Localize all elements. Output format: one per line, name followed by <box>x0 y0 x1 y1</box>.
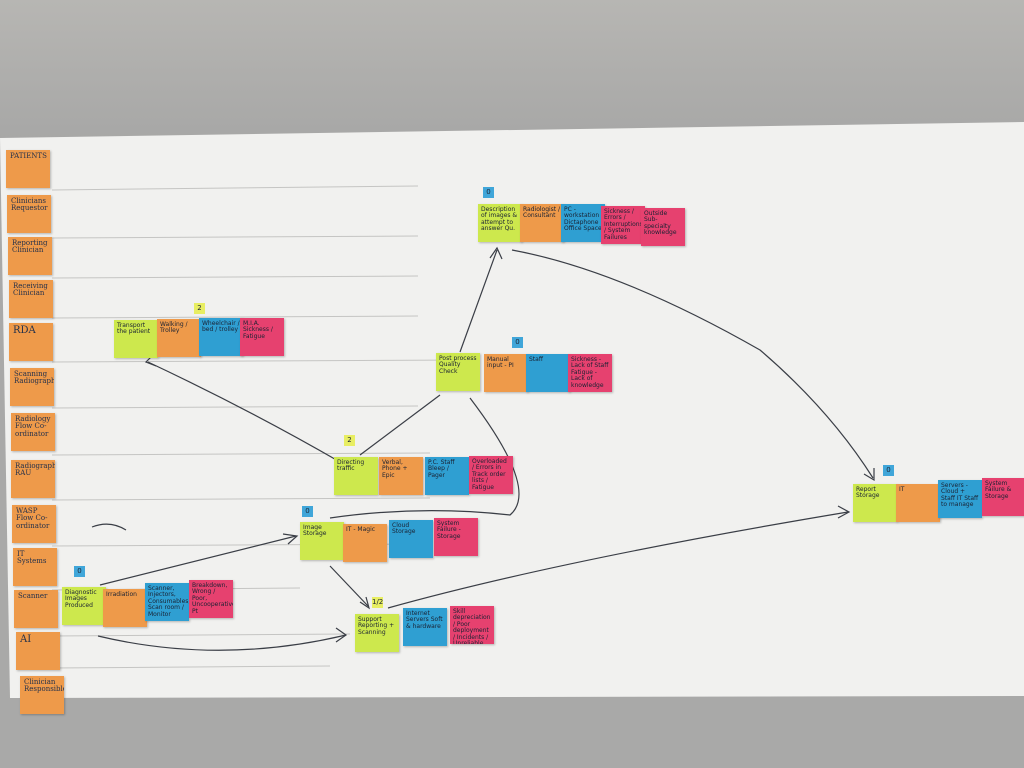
step-task-note: Description of images & attempt to answe… <box>478 204 522 242</box>
step-task-note: Image Storage <box>300 522 344 560</box>
step-resource-note: Scanner, Injectors, Consumables, Scan ro… <box>145 583 189 621</box>
swimlane-label: Clinicians Requestor <box>7 195 51 233</box>
step-resource-note: Wheelchair / bed / trolley <box>199 318 243 356</box>
priority-badge: 0 <box>74 566 85 577</box>
step-task-note: Directing traffic <box>334 457 378 495</box>
step-who-note: IT - Magic <box>343 524 387 562</box>
swimlane-label: Radiology Flow Co-ordinator <box>11 413 55 451</box>
priority-badge: 1/2 <box>372 597 383 608</box>
swimlane-label: Radiographer RAU <box>11 460 55 498</box>
step-risk-note: System Failure - Storage <box>434 518 478 556</box>
step-who-note: Manual input - PI <box>484 354 528 392</box>
priority-badge: 0 <box>512 337 523 348</box>
swimlane-label: Reporting Clinician <box>8 237 52 275</box>
step-resource-note: P.C. Staff Bleep / Pager <box>425 457 469 495</box>
step-task-note: Report Storage <box>853 484 897 522</box>
swimlane-label: WASP Flow Co-ordinator <box>12 505 56 543</box>
step-task-note: Support Reporting + Scanning <box>355 614 399 652</box>
step-who-note: IT <box>896 484 940 522</box>
swimlane-label: Receiving Clinician <box>9 280 53 318</box>
step-who-note: Verbal, Phone + Epic <box>379 457 423 495</box>
step-extra-note: Outside Sub-specialty knowledge <box>641 208 685 246</box>
step-resource-note: Internet Servers Soft & hardware <box>403 608 447 646</box>
step-resource-note: PC - workstation Dictaphone Office Space <box>561 204 605 242</box>
step-risk-note: Skill depreciation / Poor deployment / I… <box>450 606 494 644</box>
step-task-note: Diagnostic Images Produced <box>62 587 106 625</box>
swimlane-label: Scanner <box>14 590 58 628</box>
step-risk-note: Overloaded / Errors in Track order lists… <box>469 456 513 494</box>
priority-badge: 0 <box>883 465 894 476</box>
priority-badge: 0 <box>302 506 313 517</box>
step-who-note: Irradiation <box>103 589 147 627</box>
swimlane-label: PATIENTS <box>6 150 50 188</box>
step-risk-note: System Failure & Storage <box>982 478 1024 516</box>
step-risk-note: Sickness - Lack of Staff Fatigue - Lack … <box>568 354 612 392</box>
step-risk-note: Breakdown, Wrong / Poor, Uncooperative P… <box>189 580 233 618</box>
swimlane-label: AI <box>16 632 60 670</box>
priority-badge: 0 <box>483 187 494 198</box>
step-resource-note: Cloud Storage <box>389 520 433 558</box>
step-risk-note: Sickness / Errors / Interruptions / Syst… <box>601 206 645 244</box>
priority-badge: 2 <box>344 435 355 446</box>
swimlane-label: IT Systems <box>13 548 57 586</box>
step-who-note: Walking / Trolley <box>157 319 201 357</box>
step-who-note: Radiologist / Consultant <box>520 204 564 242</box>
step-task-note: Transport the patient <box>114 320 158 358</box>
priority-badge: 2 <box>194 303 205 314</box>
swimlane-label: Clinician Responsible <box>20 676 64 714</box>
step-resource-note: Staff <box>526 354 570 392</box>
swimlane-label: RDA <box>9 323 53 361</box>
step-task-note: Post process Quality Check <box>436 353 480 391</box>
swimlane-label: Scanning Radiographer <box>10 368 54 406</box>
step-resource-note: Servers - Cloud + Staff IT Staff to mana… <box>938 480 982 518</box>
step-risk-note: M.I.A. Sickness / Fatigue <box>240 318 284 356</box>
